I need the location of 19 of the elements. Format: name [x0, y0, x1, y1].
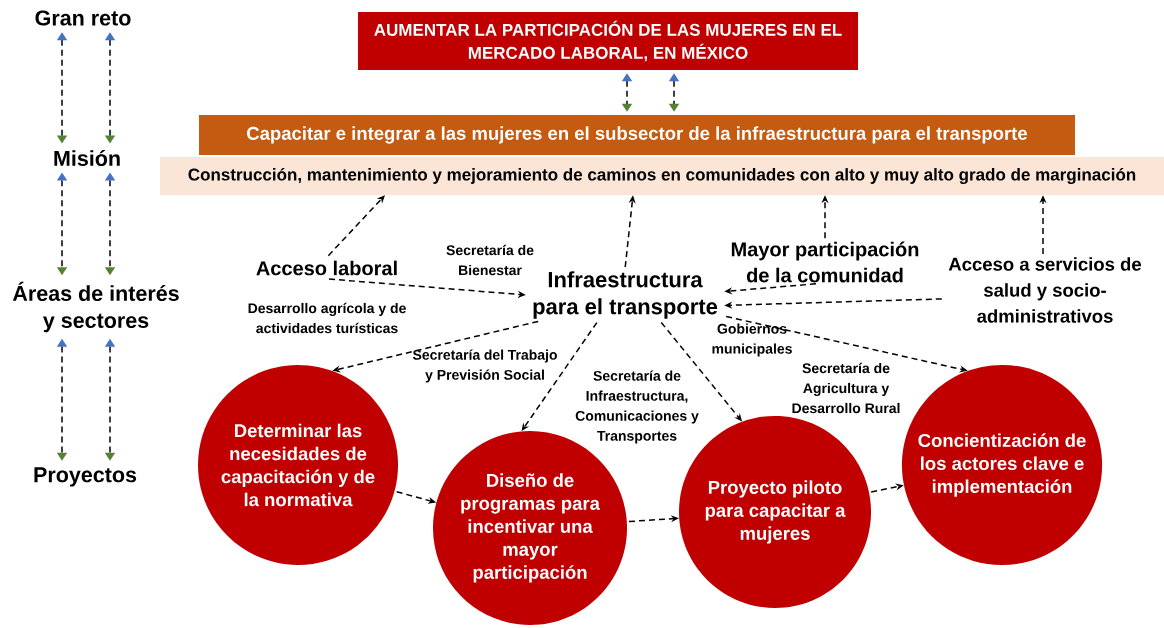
level-label: Áreas de interés y sectores — [12, 281, 179, 333]
level-label: Misión — [54, 150, 120, 166]
sector-label: Secretaría de Bienestar — [446, 244, 534, 276]
sector-label: Desarrollo agrícola y de actividades turísticas — [248, 302, 406, 334]
goal-box: AUMENTAR LA PARTICIPACIÓN DE LAS MUJERES EN EL MERCADO LABORAL, EN MÉXICO — [358, 12, 858, 70]
sector-label: Gobiernos municipales — [712, 323, 792, 357]
level-label: Proyectos — [34, 467, 137, 487]
focus-text: Acceso laboral — [256, 260, 397, 276]
double-arrow — [668, 73, 680, 112]
sector-label: Secretaría del Trabajo y Previsión Social — [412, 349, 557, 383]
double-arrow — [621, 73, 633, 112]
focus-text: Infraestructura para el transporte — [533, 271, 718, 319]
mission-box: Capacitar e integrar a las mujeres en el subsector de la infraestructura para el transporte — [199, 115, 1075, 155]
level-label: Gran reto — [35, 10, 131, 26]
sector-label: Secretaría de Agricultura y Desarrollo Rural — [792, 362, 900, 414]
arrow — [327, 195, 385, 257]
focus-text: Mayor participación de la comunidad — [731, 241, 919, 283]
focus-text: Acceso a servicios de salud y socio-administrativos — [948, 257, 1141, 323]
objective-band: Construcción, mantenimiento y mejoramiento de caminos en comunidades con alto y muy alto grado de marginación — [160, 157, 1164, 195]
